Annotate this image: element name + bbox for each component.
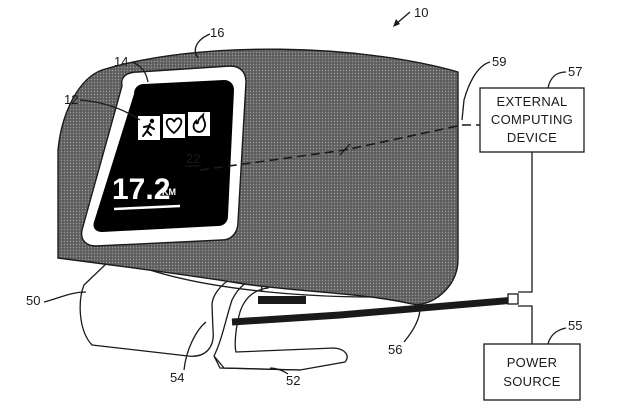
dashed-signal-link xyxy=(199,124,480,171)
figure-number: 10 xyxy=(414,5,428,20)
external-device-line-1: EXTERNAL xyxy=(496,94,567,109)
ref-display: 12 xyxy=(64,92,78,107)
power-source-line-2: SOURCE xyxy=(503,374,560,389)
cable-plug xyxy=(507,293,519,305)
stand-base-body xyxy=(79,261,248,357)
reference-labels: 10 16 14 12 22 59 57 55 50 54 52 56 xyxy=(26,5,582,388)
ref-cable: 56 xyxy=(388,342,402,357)
distance-underline xyxy=(113,204,181,211)
power-source-box xyxy=(483,343,581,401)
leader-bezel xyxy=(131,61,149,83)
leader-stand-base xyxy=(43,291,87,303)
external-device-line-3: DEVICE xyxy=(507,130,557,145)
ref-band: 16 xyxy=(210,25,224,40)
screen-icons xyxy=(138,112,210,140)
leader-display xyxy=(79,99,141,121)
heart-icon xyxy=(165,117,183,135)
stand-arm xyxy=(213,275,348,371)
external-device-line-2: COMPUTING xyxy=(491,112,573,127)
leader-power-source xyxy=(547,327,567,345)
figure-arrow-head xyxy=(393,19,400,27)
ref-bezel: 14 xyxy=(114,54,128,69)
ref-stand-arm: 54 xyxy=(170,370,184,385)
external-computing-device: EXTERNAL COMPUTING DEVICE xyxy=(479,87,585,153)
cable-to-power-line xyxy=(518,305,533,344)
ref-stand-bottom: 52 xyxy=(286,373,300,388)
leader-stand-bottom xyxy=(269,367,289,375)
ref-connector: 22 xyxy=(186,151,200,166)
leader-cable xyxy=(403,307,421,343)
cable xyxy=(231,293,519,326)
icon-box-heart xyxy=(163,114,185,138)
distance-value: 17.2 xyxy=(112,173,170,206)
ref-stand-base: 50 xyxy=(26,293,40,308)
distance-unit: KM xyxy=(162,187,176,197)
stand-bottom-plate xyxy=(213,355,301,371)
dashed-link-break xyxy=(339,143,351,156)
device-to-cable-line xyxy=(518,152,533,293)
leader-signal-link xyxy=(461,61,491,121)
external-device-box xyxy=(479,87,585,153)
runner-icon xyxy=(142,118,155,137)
power-source: POWER SOURCE xyxy=(483,343,581,401)
connection-lines xyxy=(199,124,533,344)
power-source-line-1: POWER xyxy=(507,355,558,370)
leader-stand-arm xyxy=(183,321,207,371)
leader-external-device xyxy=(547,71,567,89)
ref-external-device: 57 xyxy=(568,64,582,79)
flame-icon xyxy=(192,112,207,133)
ref-power-source: 55 xyxy=(568,318,582,333)
leader-band xyxy=(194,33,211,59)
icon-box-flame xyxy=(188,112,210,136)
cable-wire xyxy=(231,296,516,326)
ref-signal-link: 59 xyxy=(492,54,506,69)
